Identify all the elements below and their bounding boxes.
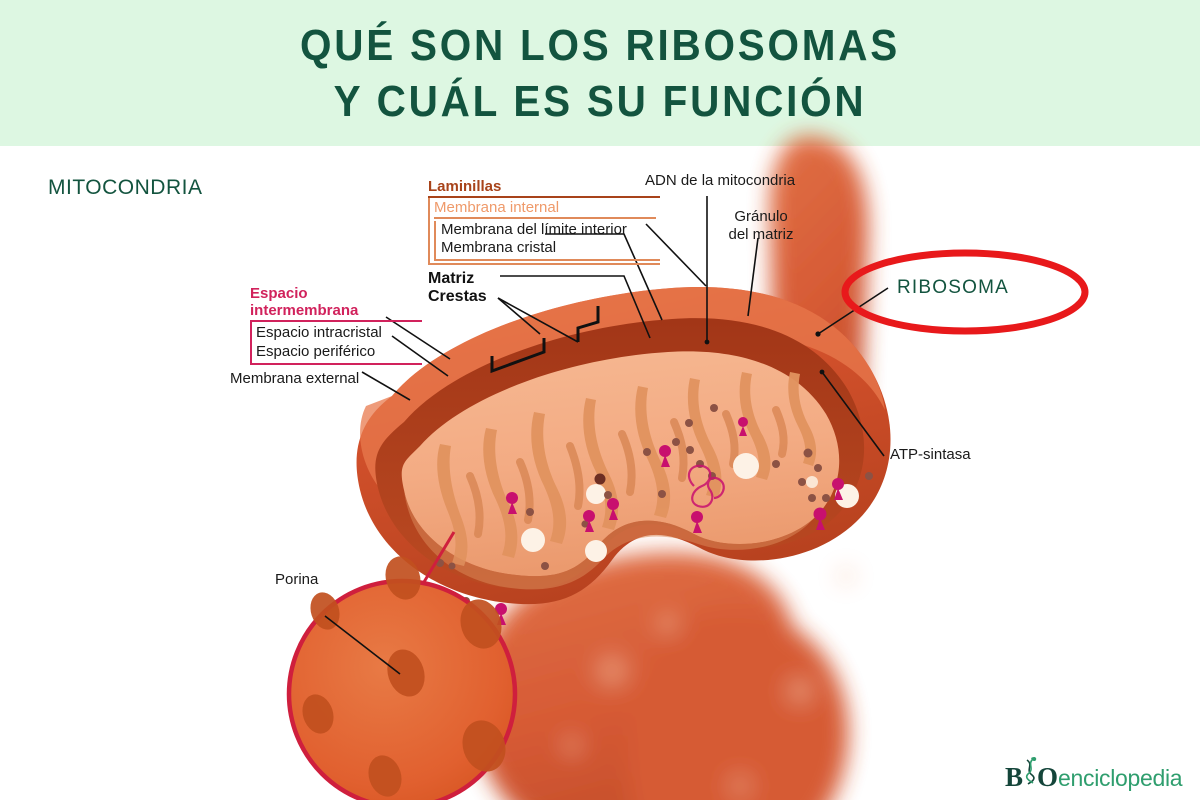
granule-labeled — [733, 453, 759, 479]
membrana-internal-heading: Membrana internal — [434, 199, 560, 216]
matrix-granules — [521, 453, 859, 562]
label-membrana-cristal: Membrana cristal — [441, 239, 557, 256]
leader-endpoints — [704, 331, 825, 375]
label-group-espacio-intermembrana: Espacio intermembrana Espacio intracrist… — [250, 285, 422, 365]
outer-membrane-rim-highlight — [360, 286, 885, 498]
label-crestas: Crestas — [428, 288, 487, 305]
ribosoma-label: RIBOSOMA — [897, 277, 1010, 298]
label-adn-mitocondria: ADN de la mitocondria — [645, 172, 796, 189]
porin-detail — [286, 531, 518, 800]
logo-enciclopedia: enciclopedia — [1058, 765, 1183, 791]
membrana-internal-bracket: Membrana del límite interior Membrana cr… — [434, 221, 660, 261]
label-espacio-intracristal: Espacio intracristal — [256, 324, 382, 341]
porin-pores — [302, 556, 506, 797]
label-granulo-matriz-line2: del matriz — [728, 226, 794, 243]
ribosoma-highlight-circle — [841, 249, 1089, 335]
logo-o: O — [1037, 762, 1059, 792]
header-banner: QUÉ SON LOS RIBOSOMAS Y CUÁL ES SU FUNCI… — [0, 0, 1200, 146]
laminillas-outer-bracket: Membrana internal Membrana del límite in… — [428, 198, 660, 265]
page-title: QUÉ SON LOS RIBOSOMAS Y CUÁL ES SU FUNCI… — [48, 18, 1152, 130]
mitochondrion-illustration — [286, 136, 1089, 800]
label-matriz: Matriz — [428, 270, 475, 287]
label-granulo-matriz-line1: Gránulo — [734, 208, 788, 225]
porin-pore-labeled — [387, 649, 425, 697]
espacio-intermembrana-rule — [250, 320, 422, 322]
logo-b: B — [1005, 762, 1024, 792]
page-title-line-2: Y CUÁL ES SU FUNCIÓN — [333, 77, 867, 126]
label-espacio-periferico: Espacio periférico — [256, 343, 376, 360]
diagram-canvas: Membrana external ADN de la mitocondria … — [0, 136, 1200, 800]
mitochondrial-dna — [687, 464, 725, 508]
atp-synthase-markers — [495, 417, 844, 625]
laminillas-rule — [428, 196, 660, 198]
label-porina: Porina — [275, 571, 319, 588]
laminillas-heading: Laminillas — [428, 178, 502, 195]
leader-lines — [361, 196, 889, 457]
label-group-laminillas: Laminillas Membrana internal Membrana de… — [428, 178, 660, 306]
cristae-group — [437, 372, 817, 566]
site-logo[interactable]: B O enciclopedia — [1005, 756, 1183, 792]
page-title-line-1: QUÉ SON LOS RIBOSOMAS — [299, 21, 900, 70]
label-membrana-externa: Membrana external — [230, 370, 360, 387]
dna-leaf-icon — [1025, 756, 1037, 785]
label-membrana-limite-interior: Membrana del límite interior — [441, 221, 627, 238]
laminillas-bold-items: Matriz Crestas — [428, 270, 660, 306]
label-atp-sintasa: ATP-sintasa — [890, 446, 971, 463]
espacio-intermembrana-heading: Espacio intermembrana — [250, 285, 359, 319]
atp-synthase-labeled — [813, 507, 827, 521]
espacio-intermembrana-bracket: Espacio intracristal Espacio periférico — [250, 322, 422, 365]
membrana-internal-rule — [434, 217, 656, 219]
organelle-title: MITOCONDRIA — [48, 176, 203, 199]
matrix-front-shadow — [404, 490, 812, 590]
cristae-grooves — [466, 406, 788, 538]
